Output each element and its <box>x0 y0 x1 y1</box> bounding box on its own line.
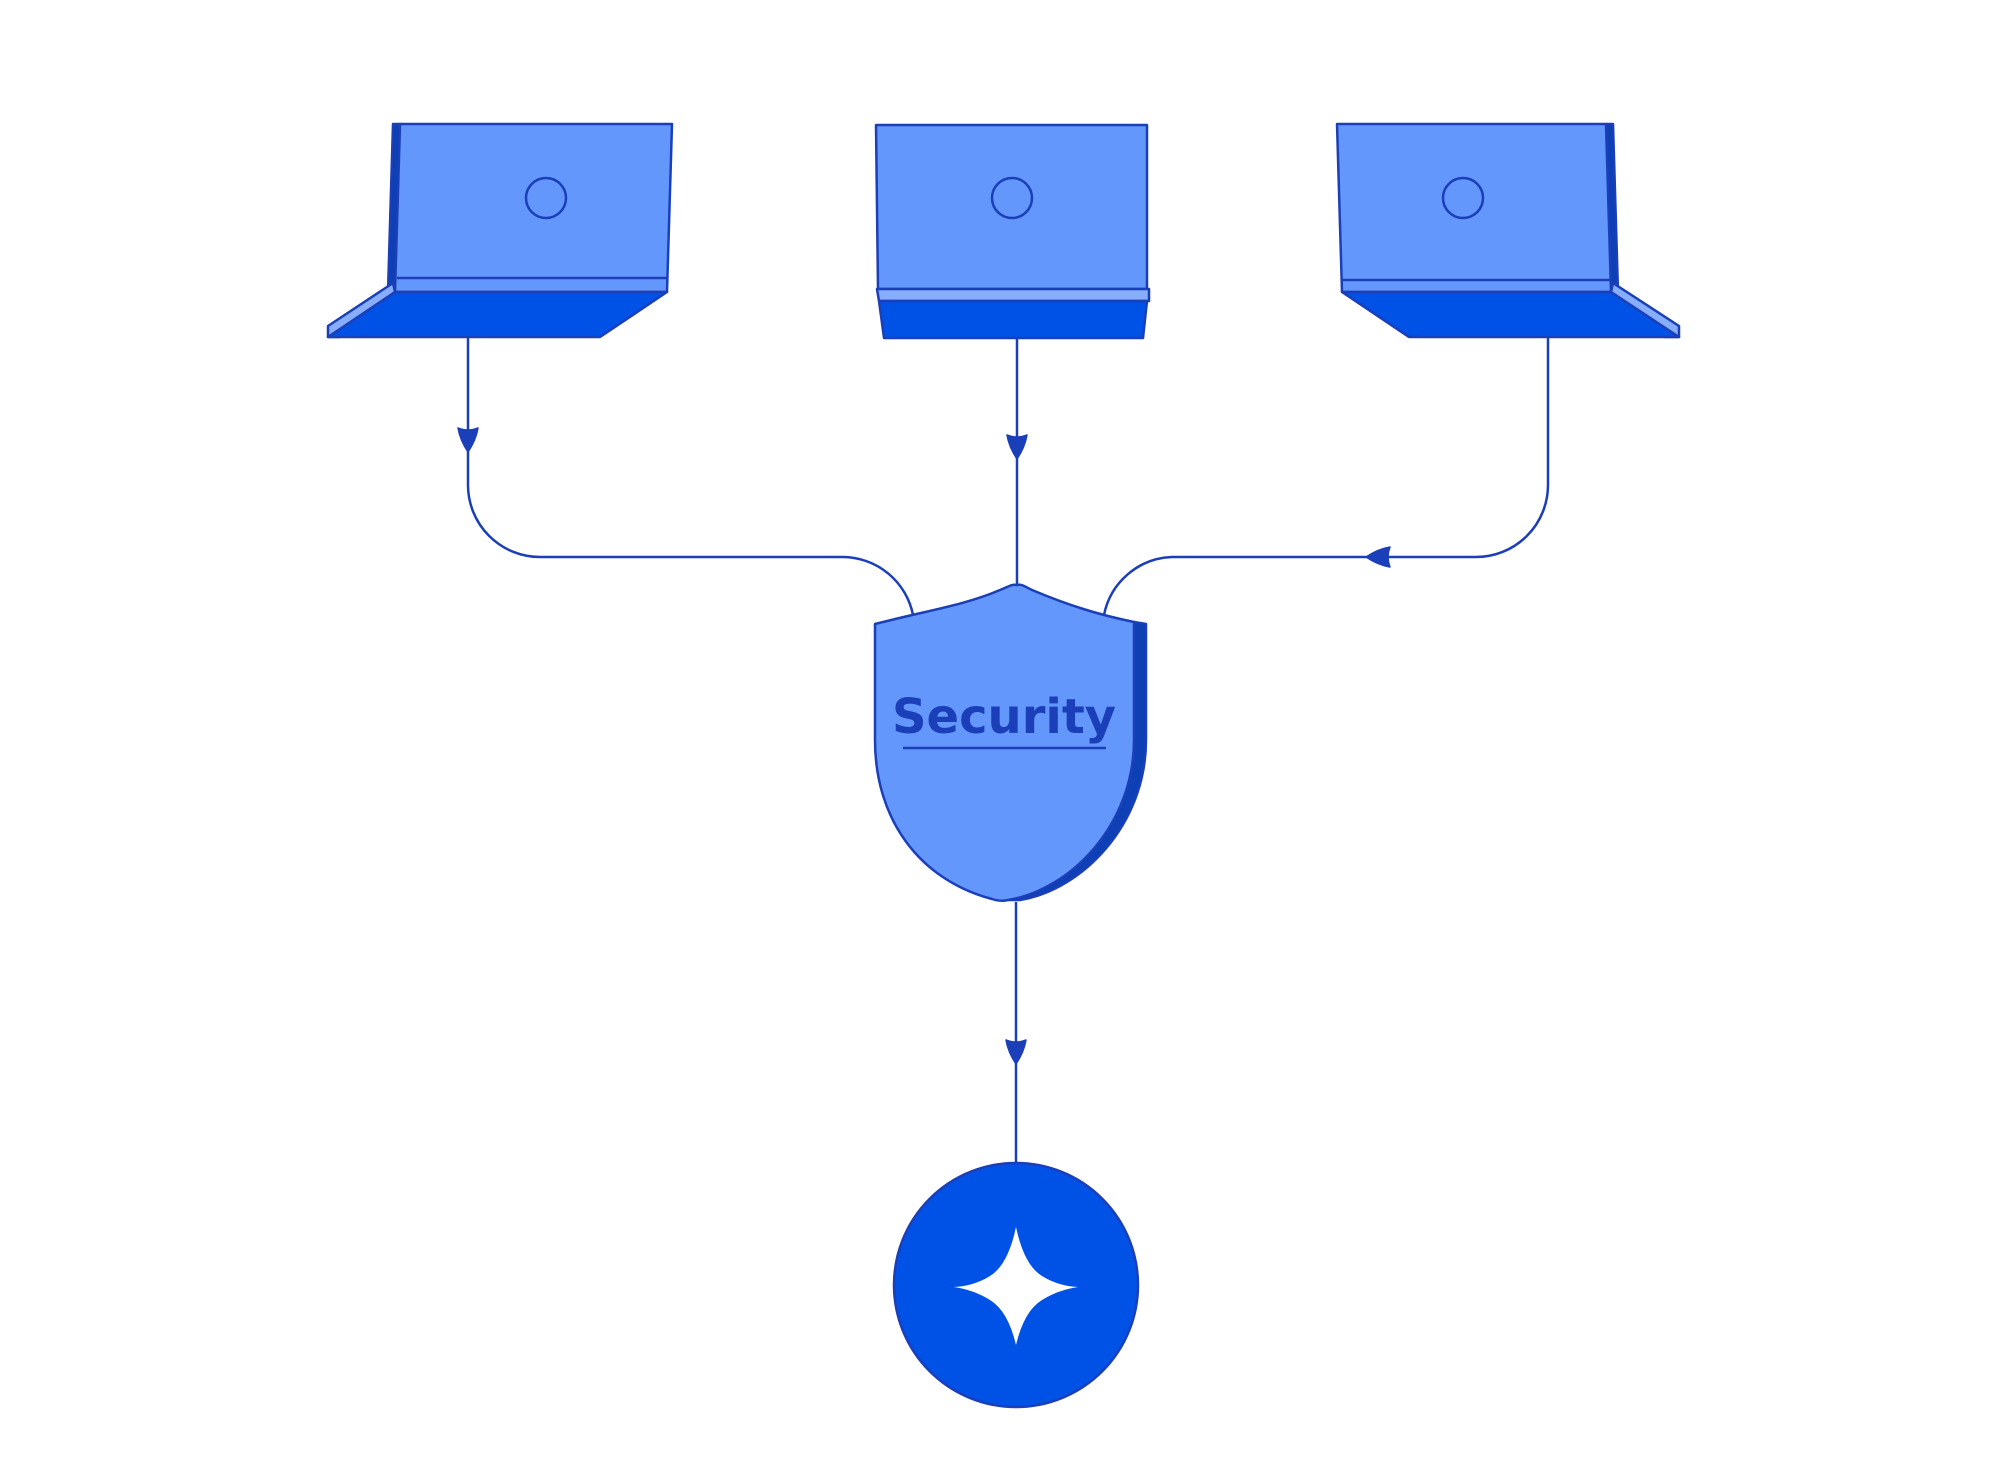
connector-left-laptop-to-shield <box>466 337 915 616</box>
shield-icon <box>873 583 1136 902</box>
arrowheads <box>457 427 1391 1065</box>
laptop-right-camera-icon <box>1441 176 1485 220</box>
laptop-center-base <box>877 299 1149 340</box>
sparkle-icon <box>954 1227 1078 1345</box>
shield-label: Security <box>892 689 1116 745</box>
connector-right-laptop-to-shield <box>1102 337 1550 616</box>
laptop-right-base <box>1340 290 1681 339</box>
laptop-right <box>1335 122 1681 339</box>
connectors <box>466 337 1550 1163</box>
laptop-left <box>326 122 674 339</box>
laptop-center-camera-icon <box>990 176 1034 220</box>
laptop-left-base <box>326 290 669 339</box>
arrowhead-down-center <box>1006 434 1028 460</box>
arrowhead-down-left <box>457 427 479 453</box>
arrowhead-left-right-branch <box>1365 546 1391 568</box>
laptop-left-camera-icon <box>524 176 568 220</box>
ai-node <box>892 1161 1140 1409</box>
security-shield: Security <box>873 583 1148 902</box>
arrowhead-down-bottom <box>1005 1039 1027 1065</box>
laptop-center-hinge <box>875 287 1151 303</box>
laptop-center <box>874 123 1151 340</box>
